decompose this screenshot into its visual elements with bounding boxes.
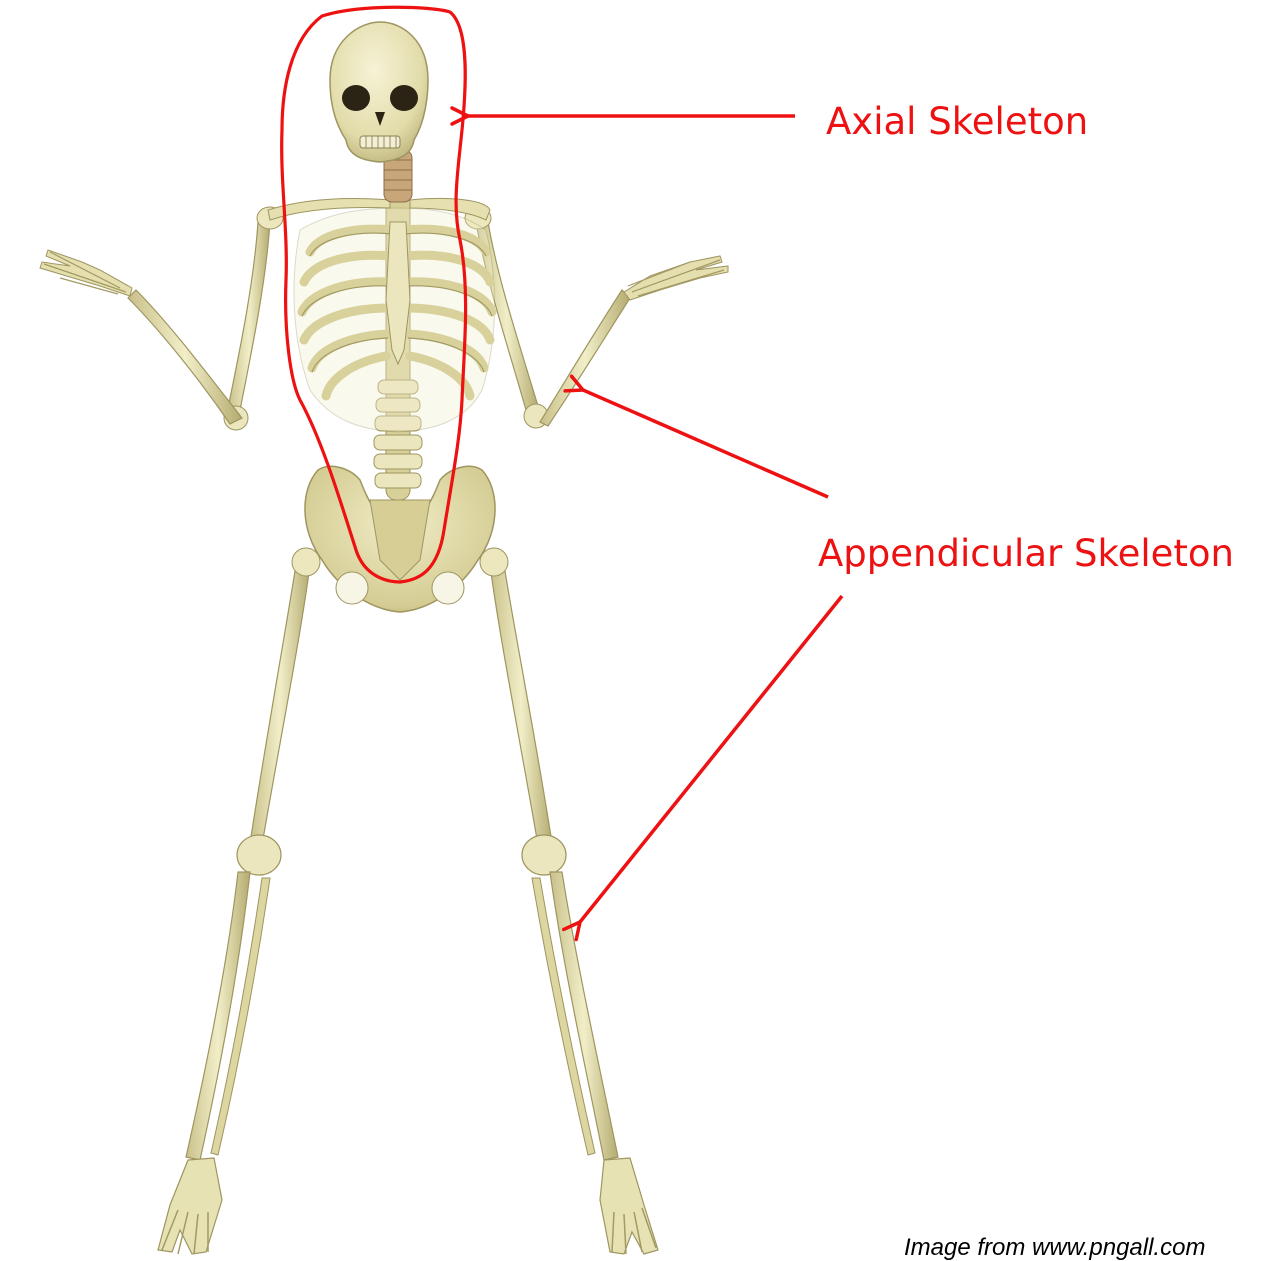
skull: [330, 22, 428, 162]
axial-skeleton-label: Axial Skeleton: [826, 103, 1088, 140]
left-leg: [158, 548, 320, 1254]
skeleton-figure: [40, 22, 728, 1254]
image-credit: Image from www.pngall.com: [904, 1236, 1205, 1260]
left-arm: [40, 207, 283, 430]
appendicular-arrow-arm: [583, 390, 828, 497]
appendicular-skeleton-label: Appendicular Skeleton: [818, 535, 1234, 572]
right-leg: [480, 548, 658, 1254]
appendicular-arrow-leg: [580, 596, 842, 922]
